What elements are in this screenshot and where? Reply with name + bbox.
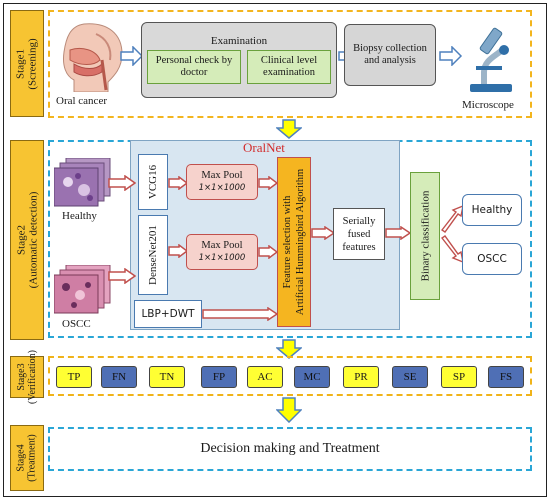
maxpool-vgg-box: Max Pool 1×1×1000	[186, 164, 258, 200]
decision-making-label: Decision making and Treatment	[200, 441, 380, 456]
metric-se: SE	[392, 366, 428, 388]
metric-ac: AC	[247, 366, 283, 388]
vgg16-label: VCG16	[147, 164, 160, 200]
oscc-tissue-image	[54, 265, 111, 314]
feature-selection-box: Feature selection with Artificial Hummin…	[277, 157, 311, 327]
arrow-feature-to-fused	[311, 226, 335, 240]
arrow-to-examination	[120, 46, 144, 66]
maxpool-densenet-dims: 1×1×1000	[198, 253, 246, 263]
metric-tn: TN	[149, 366, 185, 388]
stage2-tag: Stage2 (Automatic detection)	[10, 140, 44, 340]
arrow-to-microscope	[439, 46, 463, 66]
arrow-pool2-to-feature	[258, 245, 278, 259]
maxpool-vgg-label: Max Pool	[201, 170, 243, 181]
arrow-fused-to-binary	[385, 226, 411, 240]
healthy-tissue-image	[54, 158, 111, 207]
maxpool-densenet-label: Max Pool	[201, 240, 243, 251]
examination-title: Examination	[210, 35, 268, 47]
stage2-label: Stage2 (Automatic detection)	[15, 191, 40, 289]
oral-cancer-illustration	[63, 23, 123, 92]
arrow-stage3-to-stage4	[276, 397, 302, 423]
metric-mc: MC	[294, 366, 330, 388]
lbp-dwt-box: LBP+DWT	[134, 300, 202, 328]
arrow-oscc-to-densenet	[108, 268, 136, 284]
stage1-region	[48, 10, 532, 118]
binary-classification-label: Binary classification	[419, 190, 432, 282]
metric-fp: FP	[201, 366, 237, 388]
densenet201-box: DenseNet201	[138, 215, 168, 295]
arrow-stage1-to-stage2	[276, 119, 302, 139]
stage3-region	[48, 356, 532, 396]
feature-selection-label: Feature selection with Artificial Hummin…	[282, 168, 306, 316]
stage4-region: Decision making and Treatment	[48, 427, 532, 471]
outer-frame	[3, 3, 547, 497]
arrow-stage2-to-stage3	[276, 339, 302, 359]
binary-classification-box: Binary classification	[410, 172, 440, 300]
healthy-input-caption: Healthy	[62, 210, 97, 222]
metric-fn: FN	[101, 366, 137, 388]
arrow-healthy-to-vgg	[108, 175, 136, 191]
metric-fs: FS	[488, 366, 524, 388]
arrow-lbp-to-feature	[202, 307, 278, 321]
arrow-pool1-to-feature	[258, 176, 278, 190]
personal-check-box: Personal check by doctor	[147, 50, 241, 84]
metric-tp: TP	[56, 366, 92, 388]
output-healthy-box: Healthy	[462, 194, 522, 226]
metric-sp: SP	[441, 366, 477, 388]
maxpool-vgg-dims: 1×1×1000	[198, 183, 246, 193]
arrow-vgg-to-pool	[168, 176, 188, 190]
oralnet-title: OralNet	[243, 140, 285, 155]
oral-cancer-caption: Oral cancer	[56, 95, 107, 107]
densenet201-label: DenseNet201	[147, 225, 159, 285]
arrow-densenet-to-pool	[168, 244, 188, 258]
stage3-label: Stage3 (Verification)	[16, 350, 38, 404]
stage1-tag: Stage1 (Screening)	[10, 10, 44, 117]
stage1-label: Stage1 (Screening)	[15, 37, 39, 90]
oscc-input-caption: OSCC	[62, 318, 91, 330]
stage4-tag: Stage4 (Treatment)	[10, 425, 44, 491]
microscope-icon	[470, 27, 512, 92]
stage3-tag: Stage3 (Verification)	[10, 350, 44, 404]
maxpool-densenet-box: Max Pool 1×1×1000	[186, 234, 258, 270]
vgg16-box: VCG16	[138, 154, 168, 210]
biopsy-box: Biopsy collection and analysis	[344, 24, 436, 86]
metric-pr: PR	[343, 366, 379, 388]
clinical-exam-box: Clinical level examination	[247, 50, 331, 84]
stage4-label: Stage4 (Treatment)	[16, 434, 38, 482]
serially-fused-box: Serially fused features	[333, 208, 385, 260]
output-oscc-box: OSCC	[462, 243, 522, 275]
microscope-caption: Microscope	[462, 99, 514, 111]
